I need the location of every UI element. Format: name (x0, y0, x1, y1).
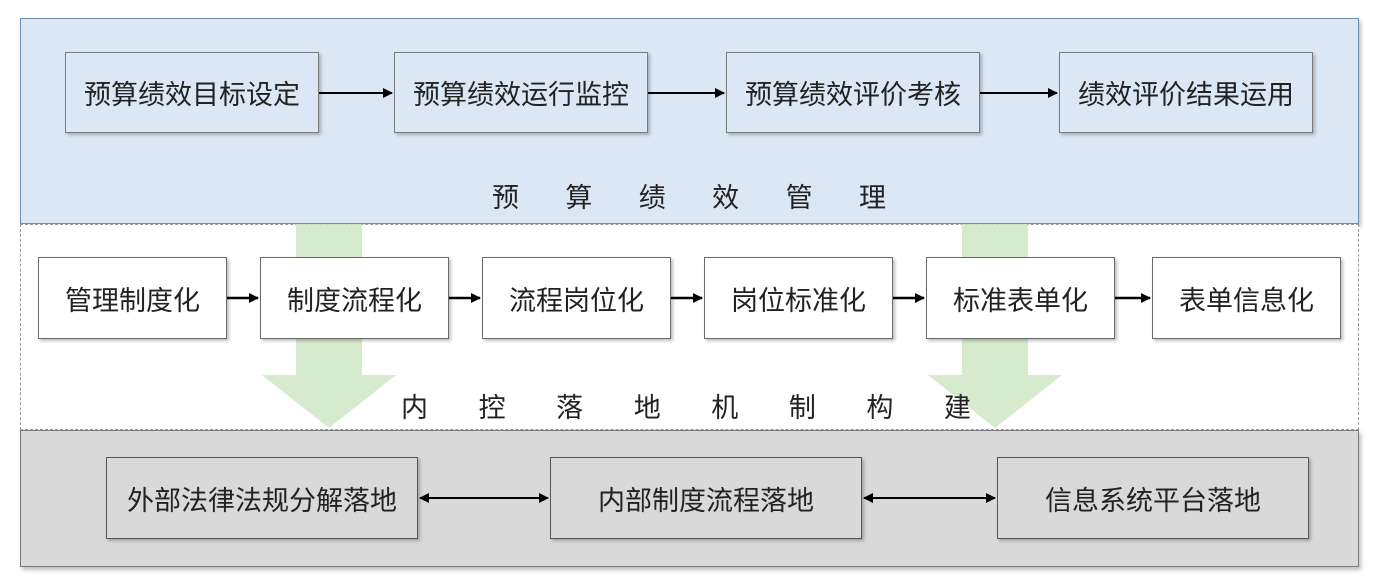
title-char: 效 (712, 183, 740, 214)
step-form-information: 表单信息化 (1152, 257, 1341, 339)
title-char: 落 (556, 393, 584, 424)
step-institution-process: 制度流程化 (260, 257, 449, 339)
title-char: 制 (788, 393, 816, 424)
title-char: 建 (943, 393, 971, 424)
step-position-standard: 岗位标准化 (704, 257, 893, 339)
title-char: 构 (866, 393, 894, 424)
title-char: 理 (858, 183, 886, 214)
budget-performance-title: 预 算 绩 效 管 理 (492, 176, 886, 215)
title-char: 绩 (638, 183, 666, 214)
title-char: 机 (711, 393, 739, 424)
step-internal-process-landing: 内部制度流程落地 (550, 457, 862, 539)
step-process-position: 流程岗位化 (482, 257, 671, 339)
internal-control-title: 内 控 落 地 机 制 构 建 (401, 386, 971, 425)
step-result-application: 绩效评价结果运用 (1059, 52, 1313, 133)
title-char: 控 (478, 393, 506, 424)
step-operation-monitoring: 预算绩效运行监控 (394, 52, 648, 133)
internal-control-band (20, 224, 1359, 430)
title-char: 管 (785, 183, 813, 214)
step-standard-form: 标准表单化 (926, 257, 1115, 339)
title-char: 算 (565, 183, 593, 214)
title-char: 预 (492, 183, 519, 214)
step-external-law-landing: 外部法律法规分解落地 (106, 457, 418, 539)
step-evaluation-assessment: 预算绩效评价考核 (726, 52, 980, 133)
step-management-institutionalization: 管理制度化 (38, 257, 227, 339)
title-char: 地 (633, 393, 661, 424)
step-target-setting: 预算绩效目标设定 (65, 52, 319, 133)
title-char: 内 (401, 393, 428, 424)
step-info-system-landing: 信息系统平台落地 (997, 457, 1309, 539)
